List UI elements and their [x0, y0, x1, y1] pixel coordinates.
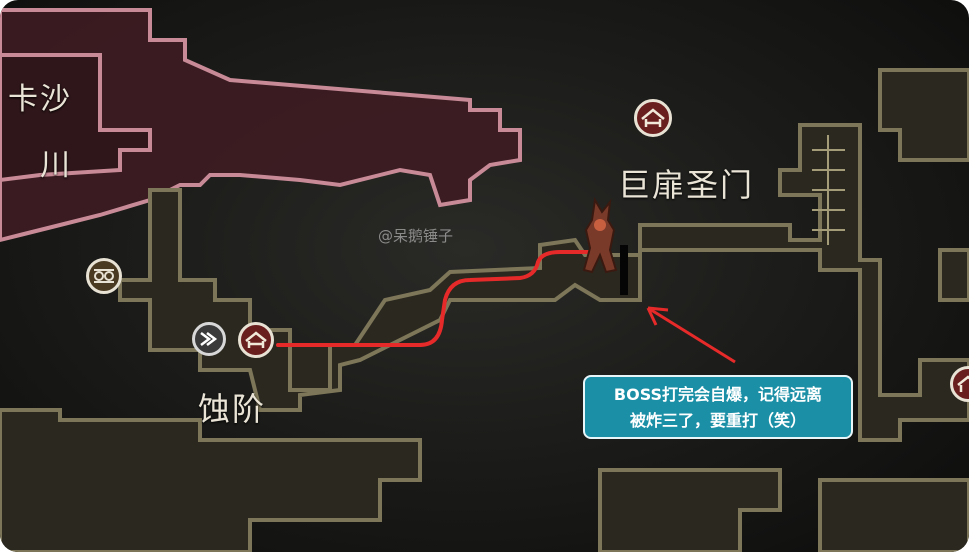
region-label-kasha-2: 川	[40, 148, 72, 183]
annotation-callout: BOSS打完会自爆，记得远离 被炸三了，要重打（笑）	[583, 375, 853, 439]
region-label-kasha: 卡沙	[8, 82, 72, 117]
pointer-arrow	[646, 306, 736, 364]
annotation-line-2: 被炸三了，要重打（笑）	[629, 411, 806, 430]
bench-icon[interactable]	[634, 99, 672, 137]
region-label-erosion: 蚀阶	[198, 390, 267, 428]
bench-icon[interactable]	[238, 322, 274, 358]
corridors	[0, 68, 969, 552]
watermark: @呆鹅锤子	[378, 227, 454, 245]
route-line	[276, 250, 592, 347]
bench-icon[interactable]	[950, 366, 969, 402]
annotation-line-1: BOSS打完会自爆，记得远离	[613, 385, 823, 404]
boss-icon[interactable]	[582, 197, 628, 295]
vendor-icon[interactable]	[86, 258, 122, 294]
region-label-gate: 巨扉圣门	[618, 166, 755, 204]
vine-decoration	[812, 135, 845, 245]
kasha-region	[0, 8, 522, 243]
fast-travel-icon[interactable]	[192, 322, 226, 356]
